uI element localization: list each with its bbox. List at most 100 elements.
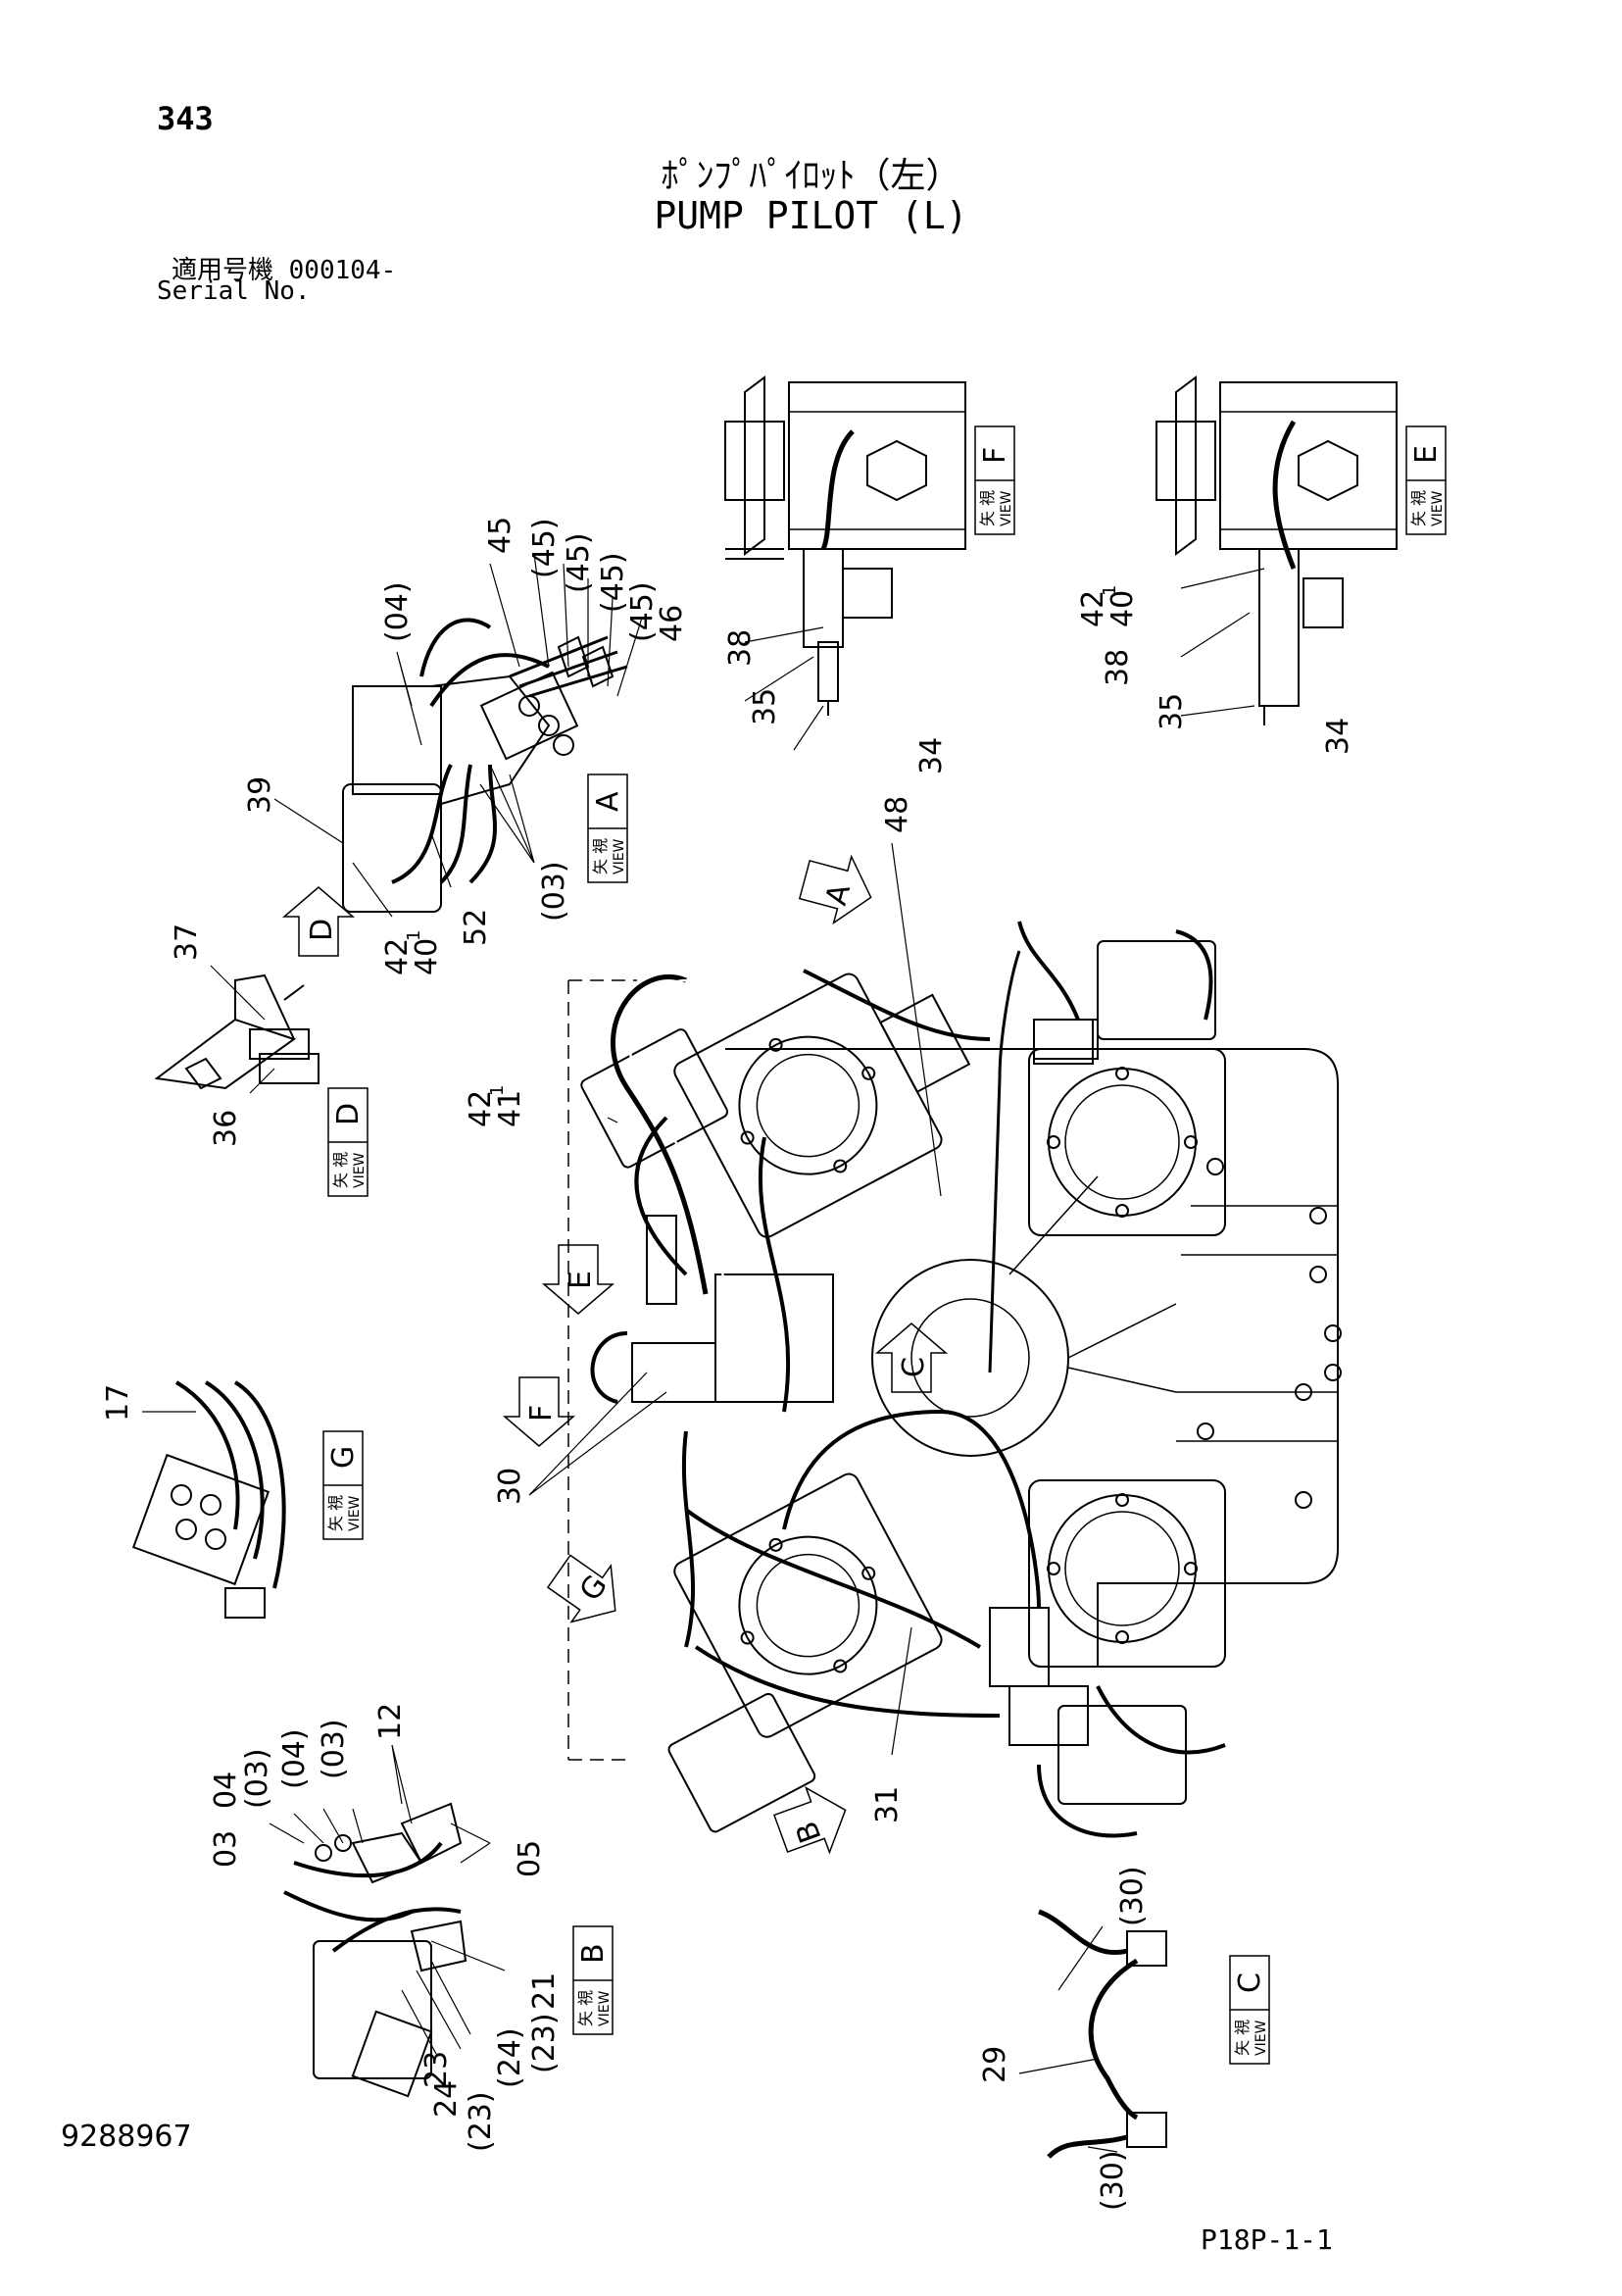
callout-30: 30 <box>493 1468 527 1505</box>
view-label-b: 矢 視 VIEW B <box>572 1925 614 2035</box>
serial-label-japanese: 適用号機 000104- <box>172 256 397 285</box>
svg-text:VIEW: VIEW <box>999 490 1014 526</box>
detail-view-c <box>1038 1909 1167 2159</box>
callout-30-ref-b: (30) <box>1096 2150 1130 2211</box>
callout-38-e: 38 <box>1101 649 1135 686</box>
svg-text:VIEW: VIEW <box>347 1495 363 1531</box>
callout-03-b: 03 <box>209 1830 243 1868</box>
callout-45-ref-3: (45) <box>596 552 630 613</box>
detail-view-e <box>1155 375 1398 725</box>
svg-text:D: D <box>331 1103 366 1125</box>
svg-text:矢 視: 矢 視 <box>576 1990 595 2026</box>
callout-40-e: 40 <box>1106 590 1140 627</box>
title-japanese: ﾎﾟﾝﾌﾟﾊﾟｲﾛｯﾄ（左） <box>661 156 961 196</box>
arrow-letter-d: D <box>305 919 339 941</box>
leader-lines <box>142 553 1265 2153</box>
serial-label-english: Serial No. <box>157 276 311 306</box>
callout-34-f: 34 <box>914 737 949 774</box>
svg-text:C: C <box>1233 1972 1267 1993</box>
detail-view-f <box>724 375 966 716</box>
callout-23: 23 <box>419 2051 454 2088</box>
view-arrow-f <box>502 1376 576 1447</box>
callout-48: 48 <box>880 796 914 833</box>
callout-41: 41 <box>493 1090 527 1127</box>
callout-04-ref-b: (04) <box>277 1728 312 1789</box>
callout-42-c: 42 <box>464 1090 498 1127</box>
svg-text:矢 視: 矢 視 <box>1233 2020 1252 2056</box>
callout-34-e: 34 <box>1321 718 1355 755</box>
view-label-g: 矢 視 VIEW G <box>322 1430 364 1540</box>
drawing-number: 9288967 <box>61 2120 192 2154</box>
callout-45-ref-1: (45) <box>527 518 562 578</box>
callout-05: 05 <box>513 1840 547 1877</box>
arrow-letter-b: B <box>790 1817 829 1847</box>
view-arrow-g <box>546 1554 616 1623</box>
svg-text:VIEW: VIEW <box>612 838 627 874</box>
callout-35-f: 35 <box>748 688 782 725</box>
callout-21: 21 <box>527 1972 562 2010</box>
callout-29: 29 <box>978 2046 1012 2083</box>
arrow-letter-a: A <box>819 880 858 909</box>
callout-03-ref-a: (03) <box>537 861 571 922</box>
callout-04-ref-a: (04) <box>380 581 415 642</box>
view-arrow-e <box>541 1244 615 1315</box>
callout-03-ref-b: (03) <box>240 1748 274 1809</box>
svg-text:E: E <box>1409 445 1444 464</box>
page-number: 343 <box>157 100 214 137</box>
callout-38-f: 38 <box>723 629 758 667</box>
callout-04-b: 04 <box>209 1772 243 1809</box>
svg-text:VIEW: VIEW <box>1430 490 1446 526</box>
detail-view-d <box>154 973 319 1090</box>
view-label-e: 矢 視 VIEW E <box>1405 425 1447 535</box>
view-label-f: 矢 視 VIEW F <box>974 425 1015 535</box>
callout-40-a: 40 <box>410 938 444 975</box>
callout-dash-c: 1 <box>487 1085 508 1096</box>
view-arrow-b <box>773 1786 847 1855</box>
view-label-d: 矢 視 VIEW D <box>327 1087 369 1197</box>
arrow-letter-e: E <box>564 1271 598 1289</box>
view-arrow-d <box>281 886 356 957</box>
callout-52: 52 <box>459 909 493 946</box>
callout-23-ref-a: (23) <box>527 2013 562 2073</box>
callout-24: 24 <box>429 2080 464 2118</box>
detail-view-g <box>131 1380 286 1619</box>
callout-24-ref: (24) <box>493 2027 527 2088</box>
main-pump-assembly <box>567 921 1342 1838</box>
callout-36: 36 <box>209 1110 243 1147</box>
callout-03-ref-c: (03) <box>317 1719 351 1779</box>
callout-30-ref-a: (30) <box>1115 1866 1150 1926</box>
callout-45-ref-2: (45) <box>562 532 596 593</box>
callout-45-ref-4: (45) <box>625 581 660 642</box>
callout-12: 12 <box>373 1703 408 1740</box>
callout-dash-e: 1 <box>1100 585 1120 596</box>
arrow-letter-c: C <box>897 1357 931 1377</box>
view-arrow-a <box>798 854 872 925</box>
callout-dash-a: 1 <box>404 930 424 941</box>
title-english: PUMP PILOT (L) <box>654 194 968 237</box>
svg-text:F: F <box>978 447 1012 464</box>
svg-text:G: G <box>326 1446 361 1469</box>
callout-39: 39 <box>243 776 277 814</box>
svg-text:矢 視: 矢 視 <box>326 1495 345 1531</box>
callout-23-ref-b: (23) <box>464 2091 498 2152</box>
svg-text:B: B <box>576 1943 611 1964</box>
svg-text:矢 視: 矢 視 <box>978 490 997 526</box>
svg-text:矢 視: 矢 視 <box>591 838 610 874</box>
arrow-letter-f: F <box>524 1405 559 1422</box>
svg-text:VIEW: VIEW <box>1253 2020 1269 2056</box>
detail-view-b <box>283 1802 467 2098</box>
callout-45: 45 <box>483 517 517 554</box>
callout-42-e: 42 <box>1076 590 1110 627</box>
svg-text:矢 視: 矢 視 <box>331 1152 350 1188</box>
svg-text:矢 視: 矢 視 <box>1409 490 1428 526</box>
callout-31: 31 <box>870 1786 905 1823</box>
svg-text:VIEW: VIEW <box>352 1152 368 1188</box>
detail-view-a <box>342 618 628 913</box>
callout-42-a: 42 <box>380 938 415 975</box>
arrow-letter-g: G <box>573 1569 614 1607</box>
callout-17: 17 <box>101 1384 135 1422</box>
page-reference: P18P-1-1 <box>1201 2223 1333 2256</box>
view-arrow-c <box>874 1323 949 1393</box>
view-label-a: 矢 視 VIEW A <box>587 774 628 883</box>
